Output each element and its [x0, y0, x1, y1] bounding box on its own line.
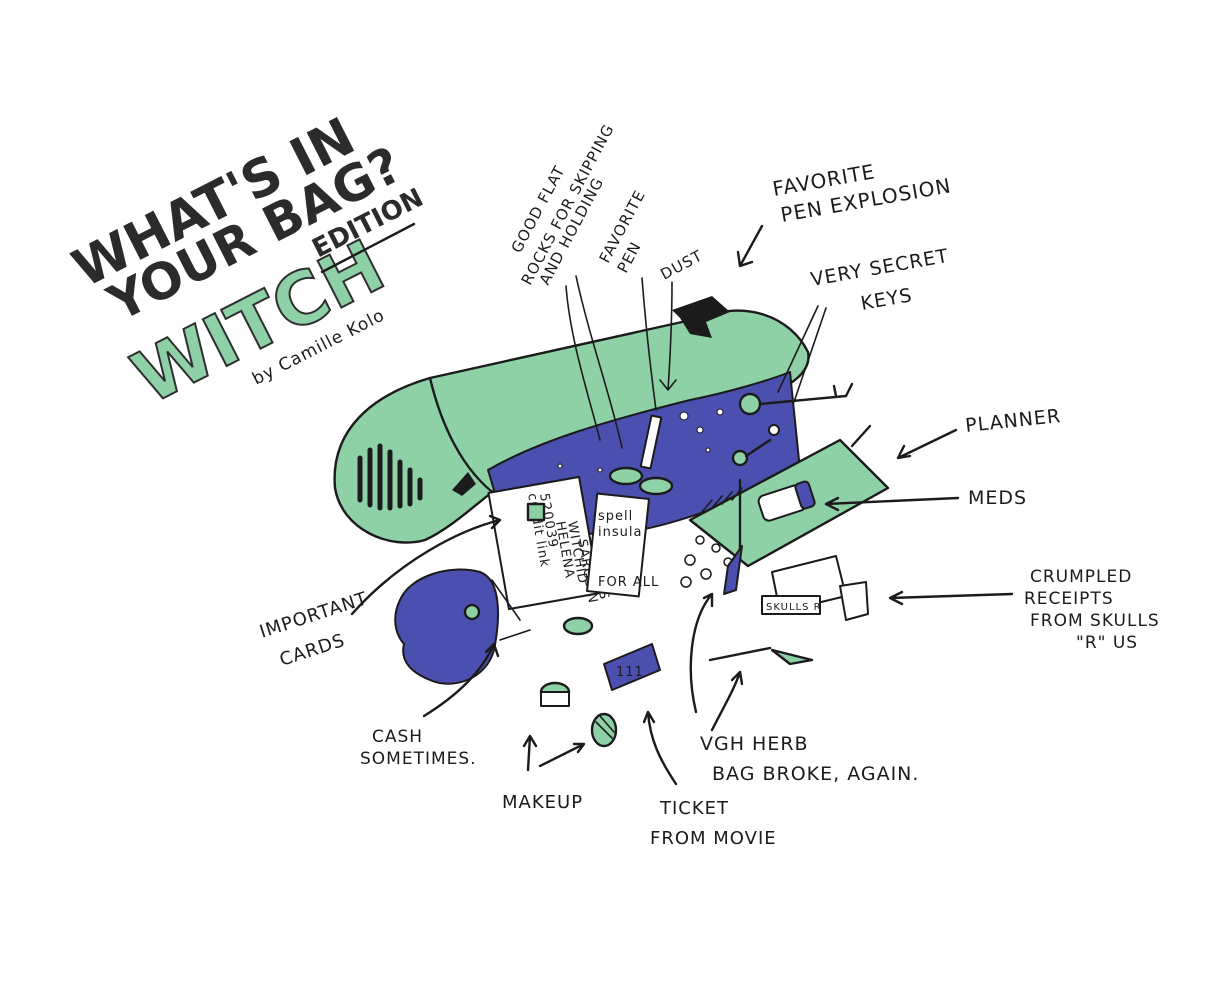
ticket-marks: 111: [616, 665, 644, 680]
label-receipts-4: "R" US: [1076, 633, 1138, 653]
favorite-pen: [639, 414, 663, 470]
card-spell-word: insula: [598, 525, 642, 540]
label-ticket-2: FROM MOVIE: [650, 828, 777, 849]
flat-rocks: [562, 466, 674, 636]
label-important-cards-2: CARDS: [277, 630, 348, 671]
label-cash-2: SOMETIMES.: [360, 749, 477, 769]
interior-sparkles: [557, 408, 724, 473]
zipper-pull-top: [672, 296, 730, 338]
herb-leaf: [770, 648, 814, 666]
leader-lines: [350, 224, 1014, 786]
bag-flap-edge: [428, 376, 502, 500]
label-secret-keys-2: KEYS: [859, 284, 914, 315]
meds-bottle: [757, 480, 816, 522]
card-spell: spell: [598, 509, 633, 524]
herb-stem-line: [708, 646, 772, 662]
label-makeup: MAKEUP: [502, 792, 583, 813]
label-meds: MEDS: [968, 487, 1027, 509]
label-planner: PLANNER: [964, 405, 1062, 437]
bag-leaf-mark: [452, 472, 476, 496]
cash-wallet: [394, 568, 531, 685]
card-for-all: FOR ALL: [598, 575, 659, 590]
label-secret-keys-1: VERY SECRET: [809, 245, 950, 291]
crumpled-receipts: SKULLS R: [761, 555, 869, 621]
herb-flowers: [680, 535, 733, 588]
important-cards: credit link 520039 HELENA WITCHID SARGSI…: [487, 475, 659, 611]
bag-tree-pattern: [357, 443, 423, 511]
makeup: [539, 681, 618, 748]
label-herb-1: VGH HERB: [700, 733, 809, 755]
label-receipts-3: FROM SKULLS: [1030, 611, 1160, 631]
label-important-cards-1: IMPORTANT: [257, 588, 370, 643]
receipt-text: SKULLS R: [766, 602, 822, 613]
herb-bag-strip: [723, 545, 743, 595]
secret-keys: [731, 382, 854, 467]
title-block: WHAT'S IN YOUR BAG? WITCH EDITION by Cam…: [64, 107, 429, 421]
label-ticket-1: TICKET: [659, 798, 729, 819]
label-cash-1: CASH: [372, 727, 423, 747]
label-herb-2: BAG BROKE, AGAIN.: [712, 763, 919, 785]
label-dust: DUST: [657, 246, 705, 283]
movie-ticket: 111: [603, 643, 661, 691]
edition-underline: [320, 222, 416, 274]
label-receipts-1: CRUMPLED: [1030, 567, 1132, 587]
label-receipts-2: RECEIPTS: [1024, 589, 1114, 609]
